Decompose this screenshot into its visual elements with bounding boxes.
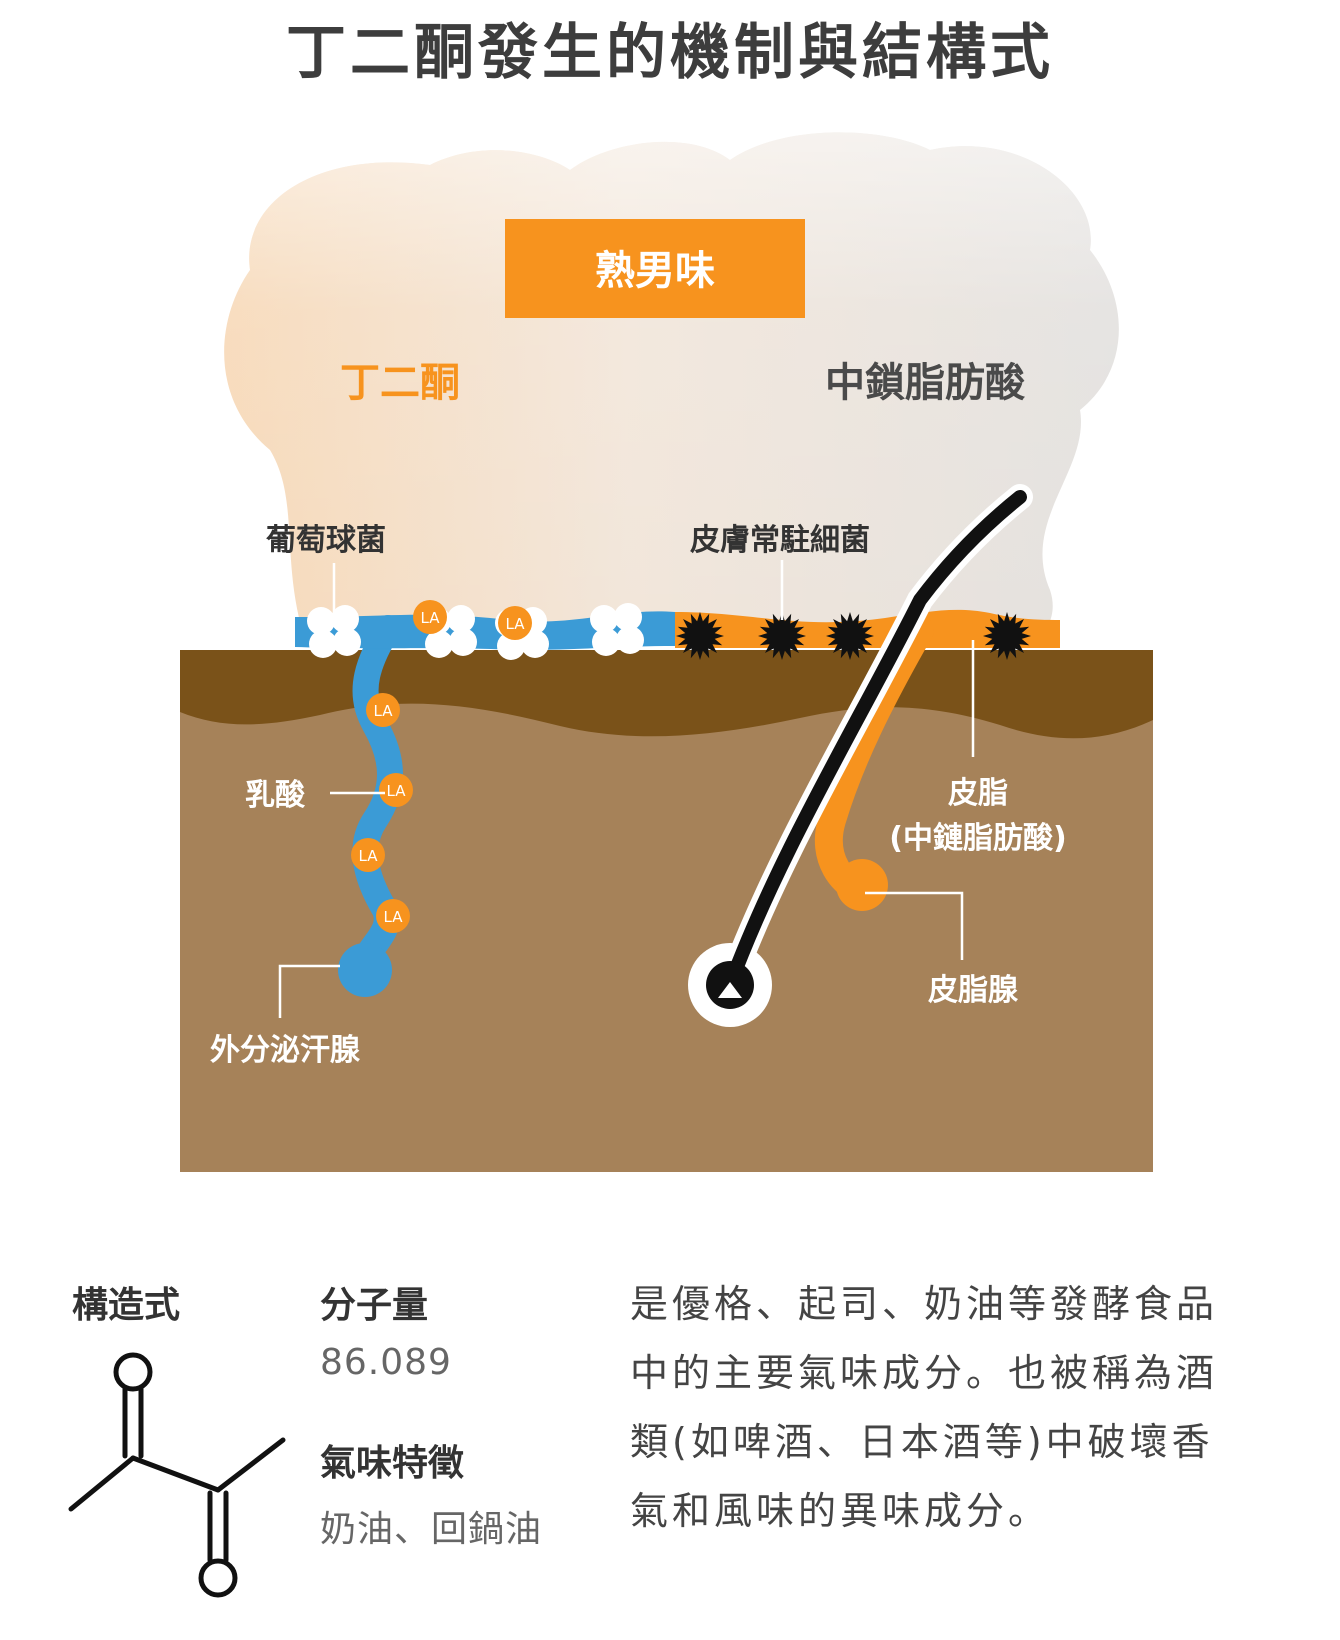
right-compound-label: 中鎖脂肪酸 [825,360,1026,406]
lactic-acid-markers: LA LA LA LA LA LA [351,600,532,933]
staph-label: 葡萄球菌 [266,523,386,558]
la-marker: LA [498,606,532,640]
structural-formula [68,1352,286,1598]
la-marker: LA [379,773,413,807]
lactic-acid-label: 乳酸 [245,778,306,813]
bacterium [758,612,806,660]
description: 是優格、起司、奶油等發酵食品 中的主要氣味成分。也被稱為酒 類(如啤酒、日本酒等… [630,1270,1290,1546]
odor-label: 熟男味 [595,248,715,294]
staph-cluster [590,603,644,656]
hair-follicle [688,484,1033,1027]
sebum-label: 皮脂 [948,776,1008,811]
bacterium [676,612,724,660]
sebum-sub-label: (中鏈脂肪酸) [889,821,1066,856]
leader-lines [278,560,975,1018]
la-marker-label: LA [374,702,394,720]
la-marker-label: LA [387,782,407,800]
la-marker-label: LA [384,908,404,926]
molecular-weight-value: 86.089 [320,1342,452,1383]
la-marker: LA [351,838,385,872]
sweat-surface-band [295,611,675,650]
skin-lower-layer [180,650,1153,1172]
description-line: 是優格、起司、奶油等發酵食品 [630,1282,1219,1326]
la-marker: LA [413,600,447,634]
staph-cluster [307,605,361,658]
odor-heading: 氣味特徵 [320,1443,465,1484]
structure-heading: 構造式 [72,1285,181,1326]
resident-bacteria-label: 皮膚常駐細菌 [690,523,870,558]
bacterium [983,612,1031,660]
la-marker-label: LA [421,609,441,627]
la-marker: LA [366,693,400,727]
description-line: 類(如啤酒、日本酒等)中破壞香 [630,1420,1214,1464]
bacterium [826,612,874,660]
la-marker: LA [376,899,410,933]
odor-value: 奶油、回鍋油 [320,1509,543,1550]
sebaceous-gland [836,859,888,911]
la-marker-label: LA [359,847,379,865]
odor-label-box [505,219,805,318]
page-title: 丁二酮發生的機制與結構式 [286,18,1054,88]
eccrine-gland [338,943,392,997]
odor-cloud [224,132,1119,640]
la-marker-label: LA [506,615,526,633]
sebaceous-label: 皮脂腺 [928,973,1019,1008]
molecular-weight-heading: 分子量 [320,1285,429,1326]
description-line: 中的主要氣味成分。也被稱為酒 [630,1351,1219,1395]
eccrine-label: 外分泌汗腺 [210,1033,361,1068]
description-line: 氣和風味的異味成分。 [630,1489,1051,1533]
resident-bacteria-group [676,612,1031,660]
left-compound-label: 丁二酮 [340,360,460,406]
